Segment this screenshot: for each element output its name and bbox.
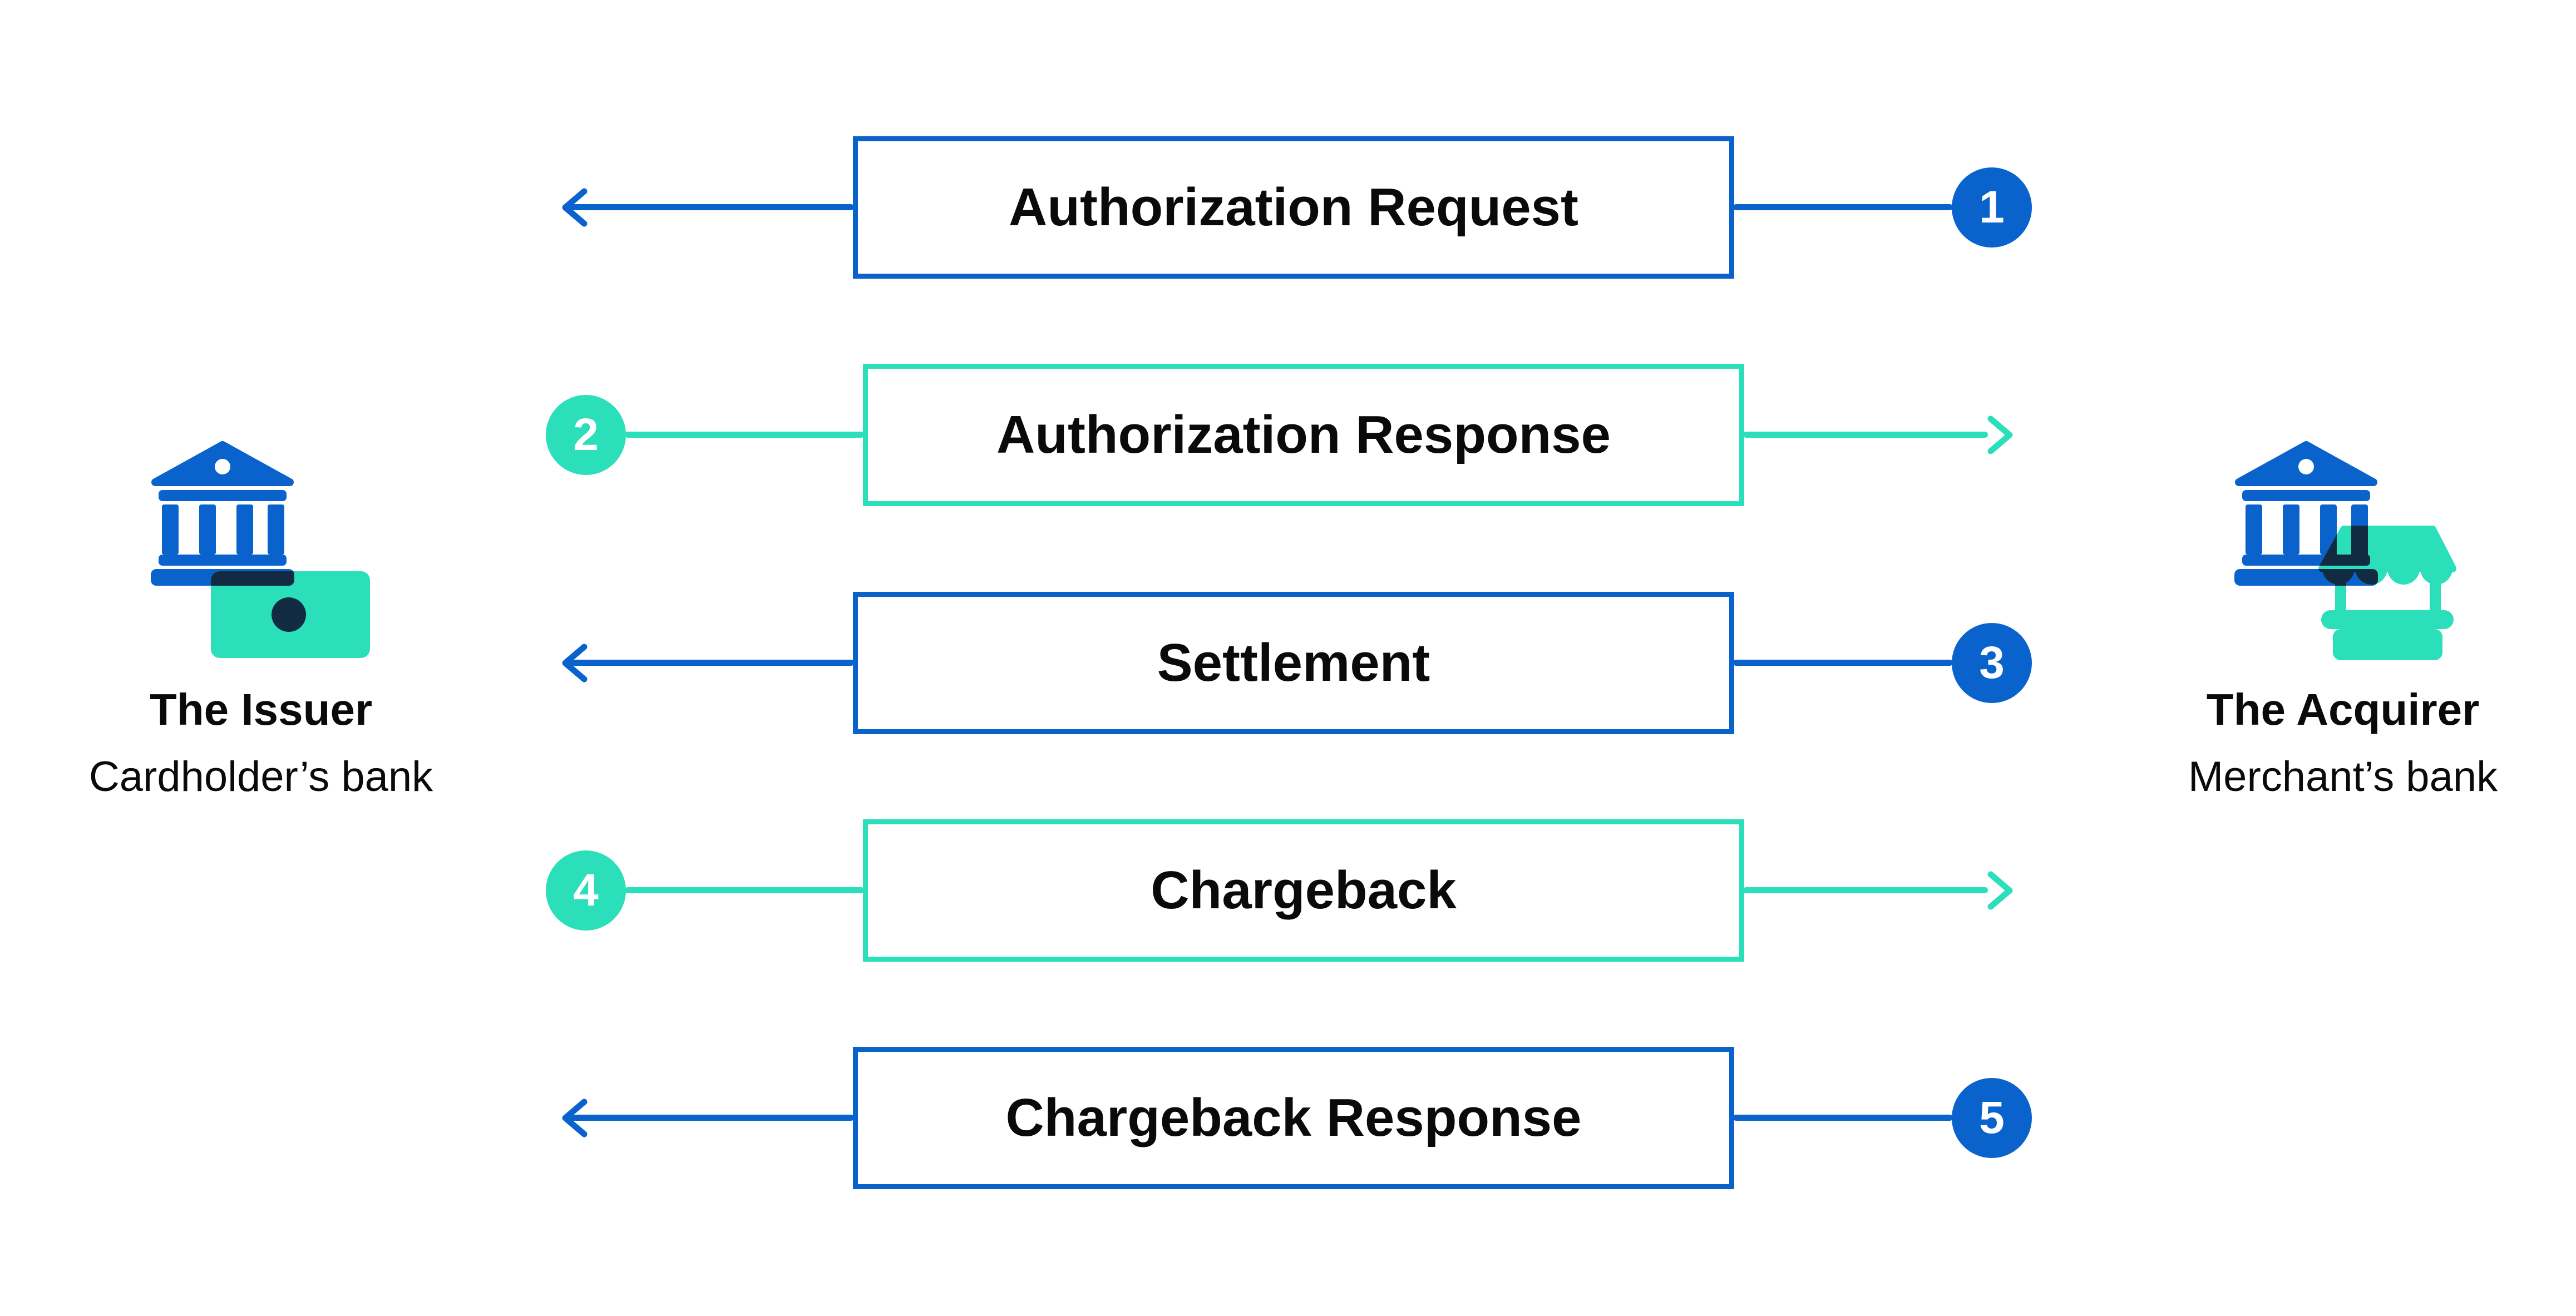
step-badge-1: 1 bbox=[1952, 167, 2032, 248]
step-number: 2 bbox=[573, 409, 599, 460]
connector-line bbox=[569, 660, 854, 666]
issuer-subtitle: Cardholder’s bank bbox=[88, 753, 433, 800]
acquirer-name: The Acquirer bbox=[2206, 685, 2480, 734]
flow-label: Authorization Response bbox=[996, 405, 1611, 464]
pediment-window bbox=[215, 459, 230, 474]
step-number: 4 bbox=[573, 865, 599, 916]
connector-line bbox=[1733, 660, 1953, 666]
coin-icon bbox=[272, 597, 306, 632]
step-badge-5: 5 bbox=[1952, 1078, 2032, 1158]
step-badge-3: 3 bbox=[1952, 623, 2032, 703]
bank-storefront-icon bbox=[2234, 441, 2465, 665]
connector-line bbox=[625, 432, 864, 438]
connector-line bbox=[1743, 432, 1988, 438]
storefront-icon bbox=[2321, 530, 2454, 660]
flow-label: Authorization Request bbox=[1009, 177, 1578, 237]
connector-line bbox=[1743, 887, 1988, 893]
arrow-left-icon bbox=[562, 644, 588, 682]
step-number: 3 bbox=[1979, 637, 2005, 688]
arrow-left-icon bbox=[562, 1099, 588, 1137]
flow-label: Chargeback bbox=[1151, 860, 1457, 920]
arrow-left-icon bbox=[562, 188, 588, 227]
flow-label: Settlement bbox=[1157, 633, 1430, 692]
pediment-window bbox=[2298, 459, 2314, 474]
connector-line bbox=[569, 204, 854, 210]
connector-line bbox=[1733, 204, 1953, 210]
connector-line bbox=[569, 1115, 854, 1121]
step-number: 1 bbox=[1979, 182, 2005, 232]
arrow-right-icon bbox=[1987, 415, 2013, 454]
flow-box-chargeback: Chargeback bbox=[863, 819, 1744, 962]
step-badge-4: 4 bbox=[546, 850, 626, 931]
flow-box-authorization-response: Authorization Response bbox=[863, 364, 1744, 506]
bank-banknote-icon bbox=[151, 441, 370, 658]
connector-line bbox=[1733, 1115, 1953, 1121]
acquirer-subtitle: Merchant’s bank bbox=[2188, 753, 2498, 800]
flow-box-chargeback-response: Chargeback Response bbox=[853, 1047, 1734, 1189]
issuer-name: The Issuer bbox=[149, 685, 373, 734]
flow-box-authorization-request: Authorization Request bbox=[853, 136, 1734, 279]
arrow-right-icon bbox=[1987, 871, 2013, 910]
flow-box-settlement: Settlement bbox=[853, 592, 1734, 734]
step-number: 5 bbox=[1979, 1092, 2005, 1143]
step-badge-2: 2 bbox=[546, 395, 626, 475]
connector-line bbox=[625, 887, 864, 893]
flow-label: Chargeback Response bbox=[1005, 1088, 1582, 1147]
